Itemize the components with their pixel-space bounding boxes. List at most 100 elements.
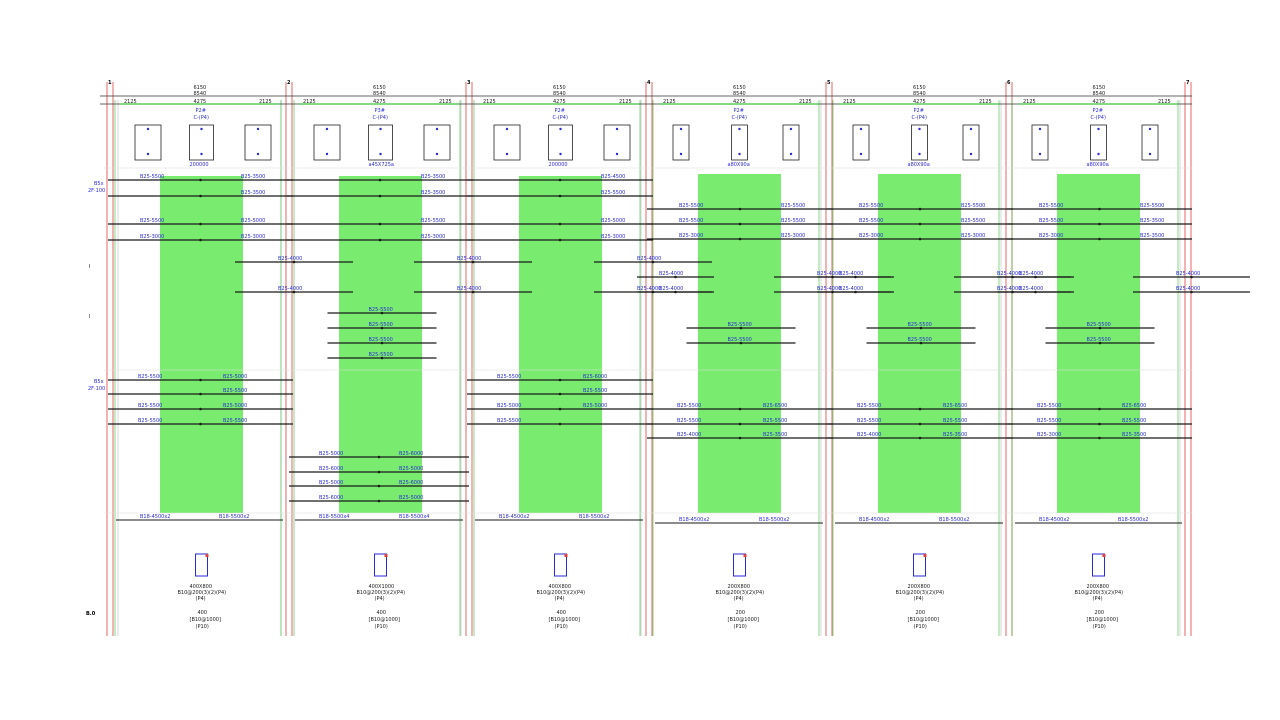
low-rebar-label: B25-3000 — [1037, 432, 1061, 438]
pier-dot — [435, 152, 439, 156]
rebar-dot — [1098, 436, 1101, 440]
dim-part: 2125 — [979, 99, 992, 105]
pier-box — [368, 124, 393, 161]
section-code: (P10) — [914, 624, 927, 630]
rebar-dot — [1098, 207, 1101, 211]
rebar-dot — [199, 392, 202, 396]
top-rebar-label: B25-5500 — [961, 203, 985, 209]
rebar-dot — [558, 238, 562, 242]
section-tag: (P4) — [914, 596, 924, 602]
low-rebar-label: B25-5500 — [857, 403, 881, 409]
section-rebar: [B10@1000] — [549, 617, 580, 623]
pier-dot — [200, 152, 203, 156]
pier-dot — [559, 127, 562, 131]
pier-sub: C-(P4) — [732, 115, 747, 121]
section-spec: B10@200(3)(2)(P4) — [537, 590, 586, 596]
section-mark — [923, 554, 927, 557]
axis-number: 6 — [1007, 80, 1011, 86]
rebar-dot — [377, 455, 381, 459]
dim-sub: 8540 — [733, 91, 746, 97]
low-rebar-label: B25-5500 — [1122, 418, 1146, 424]
section-value: 400 — [557, 610, 567, 616]
pier-value: 200000 — [549, 162, 568, 168]
stirrup-label: B18-5500x4 — [319, 514, 349, 520]
rebar-dot — [558, 392, 562, 396]
top-rebar-label: B25-5500 — [601, 190, 625, 196]
rebar-dot — [558, 422, 562, 426]
center-rebar-label: B25-5500 — [728, 322, 752, 328]
section-rebar: [B10@1000] — [190, 617, 221, 623]
section-size: 200X800 — [908, 584, 931, 590]
rebar-dot — [558, 407, 562, 411]
top-rebar-label: B25-3500 — [421, 190, 445, 196]
mid-rebar-label: B25-4000 — [659, 286, 683, 292]
section-tag: (P4) — [375, 596, 385, 602]
center-rebar-label: B25-5500 — [728, 337, 752, 343]
low-rebar-label: B25-6500 — [763, 403, 787, 409]
rebar-dot — [1098, 407, 1101, 411]
low-rebar-label: B25-5500 — [138, 418, 162, 424]
rebar-dot — [918, 207, 922, 211]
stirrup-label: B18-4500x2 — [1039, 517, 1069, 523]
dim-sub: 8540 — [913, 91, 926, 97]
section-code: (P10) — [1093, 624, 1106, 630]
top-rebar-label: B25-5500 — [1039, 218, 1063, 224]
dim-part: 2125 — [799, 99, 812, 105]
pier-band — [160, 176, 243, 513]
pier-box — [244, 124, 272, 161]
dim-part: 2125 — [303, 99, 316, 105]
section-mark — [205, 554, 209, 557]
low-rebar-label: B25-6000 — [319, 495, 343, 501]
top-rebar-label: B25-3500 — [241, 174, 265, 180]
mid-rebar-label: B25-4000 — [817, 286, 841, 292]
pier-dot — [859, 152, 863, 156]
rebar-dot — [674, 290, 677, 294]
mid-rebar-label: B25-4000 — [659, 271, 683, 277]
section-tag: (P4) — [196, 596, 206, 602]
section-spec: B10@200(3)(2)(P4) — [1075, 590, 1124, 596]
rebar-dot — [380, 311, 384, 315]
dim-part: 4275 — [1093, 99, 1106, 105]
top-rebar-label: B25-3000 — [421, 234, 445, 240]
section-value: 200 — [736, 610, 746, 616]
rebar-dot — [378, 178, 382, 182]
section-code: (P10) — [196, 624, 209, 630]
rebar-dot — [738, 436, 742, 440]
dim-part: 4275 — [913, 99, 926, 105]
stirrup-label: B18-4500x2 — [679, 517, 709, 523]
rebar-dot — [918, 422, 922, 426]
section-tag: (P4) — [734, 596, 744, 602]
axis-number: 3 — [467, 80, 471, 86]
top-rebar-label: B25-3000 — [1039, 233, 1063, 239]
low-rebar-label: B25-3500 — [763, 432, 787, 438]
rebar-dot — [674, 275, 677, 279]
mid-rebar-label: B25-4000 — [1019, 271, 1043, 277]
section-size: 400X800 — [549, 584, 572, 590]
dim-sub: 8540 — [553, 91, 566, 97]
dim-part: 4275 — [194, 99, 207, 105]
top-rebar-label: B25-3000 — [781, 233, 805, 239]
low-rebar-label: B25-5500 — [497, 374, 521, 380]
pier-dot — [918, 127, 921, 131]
rebar-dot — [918, 407, 922, 411]
beam-section-details: 400X800B10@200(3)(2)(P4)(P4)400[B10@1000… — [178, 553, 1124, 630]
low-rebar-label: B25-5000 — [399, 466, 423, 472]
pier-dot — [146, 127, 150, 131]
section-mark — [384, 554, 388, 557]
rebar-dot — [919, 326, 923, 330]
pier-value: a45X725a — [369, 162, 394, 168]
section-mark — [564, 554, 568, 557]
pier-box — [672, 124, 690, 161]
pier-box — [423, 124, 451, 161]
rebar-dot — [380, 326, 384, 330]
pier-dot — [679, 152, 683, 156]
top-rebar-label: B25-5500 — [1140, 203, 1164, 209]
rebar-dot — [919, 341, 923, 345]
axis-number: 2 — [287, 80, 291, 86]
pier-dot — [1038, 127, 1042, 131]
section-size: 200X800 — [728, 584, 751, 590]
rebar-dot — [199, 407, 202, 411]
side-note: B5x — [94, 379, 104, 385]
rebar-dot — [199, 178, 202, 182]
